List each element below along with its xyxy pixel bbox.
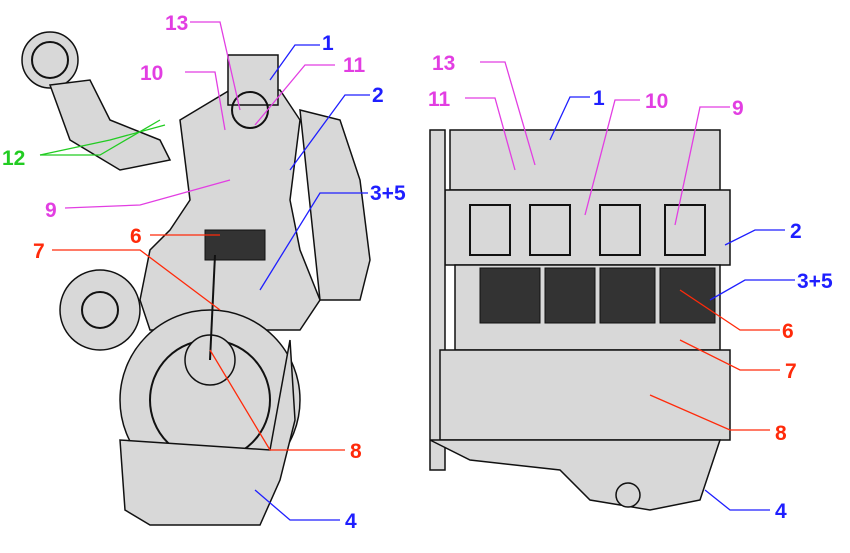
label-left-4: 4 <box>345 510 357 533</box>
leader-right-8 <box>649 394 770 431</box>
label-left-2: 2 <box>372 84 384 107</box>
label-right-10: 10 <box>645 90 668 113</box>
right-engine-cutaway-drawing <box>429 129 731 511</box>
label-right-3-5: 3+5 <box>797 270 833 293</box>
label-left-9: 9 <box>45 199 57 222</box>
leader-right-7 <box>679 339 780 371</box>
leader-left-10 <box>185 71 226 131</box>
leader-left-9 <box>64 179 231 209</box>
leader-right-2 <box>724 229 785 246</box>
leader-lines <box>39 21 795 521</box>
leader-right-11 <box>465 97 516 171</box>
label-left-10: 10 <box>140 62 163 85</box>
right-view-labels: 13 11 1 10 9 2 3+5 6 7 8 4 <box>428 52 833 523</box>
leader-left-8 <box>209 349 345 451</box>
label-left-8: 8 <box>350 440 362 463</box>
left-engine-cutaway-drawing <box>21 31 371 526</box>
label-right-9: 9 <box>732 97 744 120</box>
leader-left-12b <box>39 124 166 156</box>
label-right-7: 7 <box>785 360 797 383</box>
label-left-12: 12 <box>2 147 25 170</box>
leader-right-13 <box>480 61 536 166</box>
leader-left-3-5 <box>259 192 368 291</box>
leader-left-1 <box>269 44 320 81</box>
leader-left-7 <box>52 249 221 311</box>
label-right-4: 4 <box>775 500 787 523</box>
left-view-labels: 13 1 10 11 2 12 3+5 9 6 7 8 4 <box>2 12 406 533</box>
leader-right-9 <box>674 106 730 226</box>
label-right-2: 2 <box>790 220 802 243</box>
leader-left-4 <box>254 489 340 521</box>
label-right-1: 1 <box>593 87 605 110</box>
label-right-6: 6 <box>782 320 794 343</box>
label-left-1: 1 <box>322 32 334 55</box>
label-right-11: 11 <box>428 88 451 111</box>
leader-right-3-5 <box>709 279 795 301</box>
label-left-13: 13 <box>165 12 188 35</box>
label-left-11: 11 <box>343 54 366 77</box>
label-left-7: 7 <box>33 240 45 263</box>
leader-right-10 <box>584 99 640 216</box>
leader-right-6 <box>679 289 780 331</box>
label-right-13: 13 <box>432 52 455 75</box>
leader-left-2 <box>289 94 370 171</box>
leader-right-4 <box>704 489 770 511</box>
label-left-6: 6 <box>130 225 142 248</box>
label-left-3-5: 3+5 <box>370 182 406 205</box>
leader-right-1 <box>549 96 590 141</box>
leader-left-13 <box>190 21 241 111</box>
leader-left-11 <box>254 64 335 126</box>
label-right-8: 8 <box>775 422 787 445</box>
